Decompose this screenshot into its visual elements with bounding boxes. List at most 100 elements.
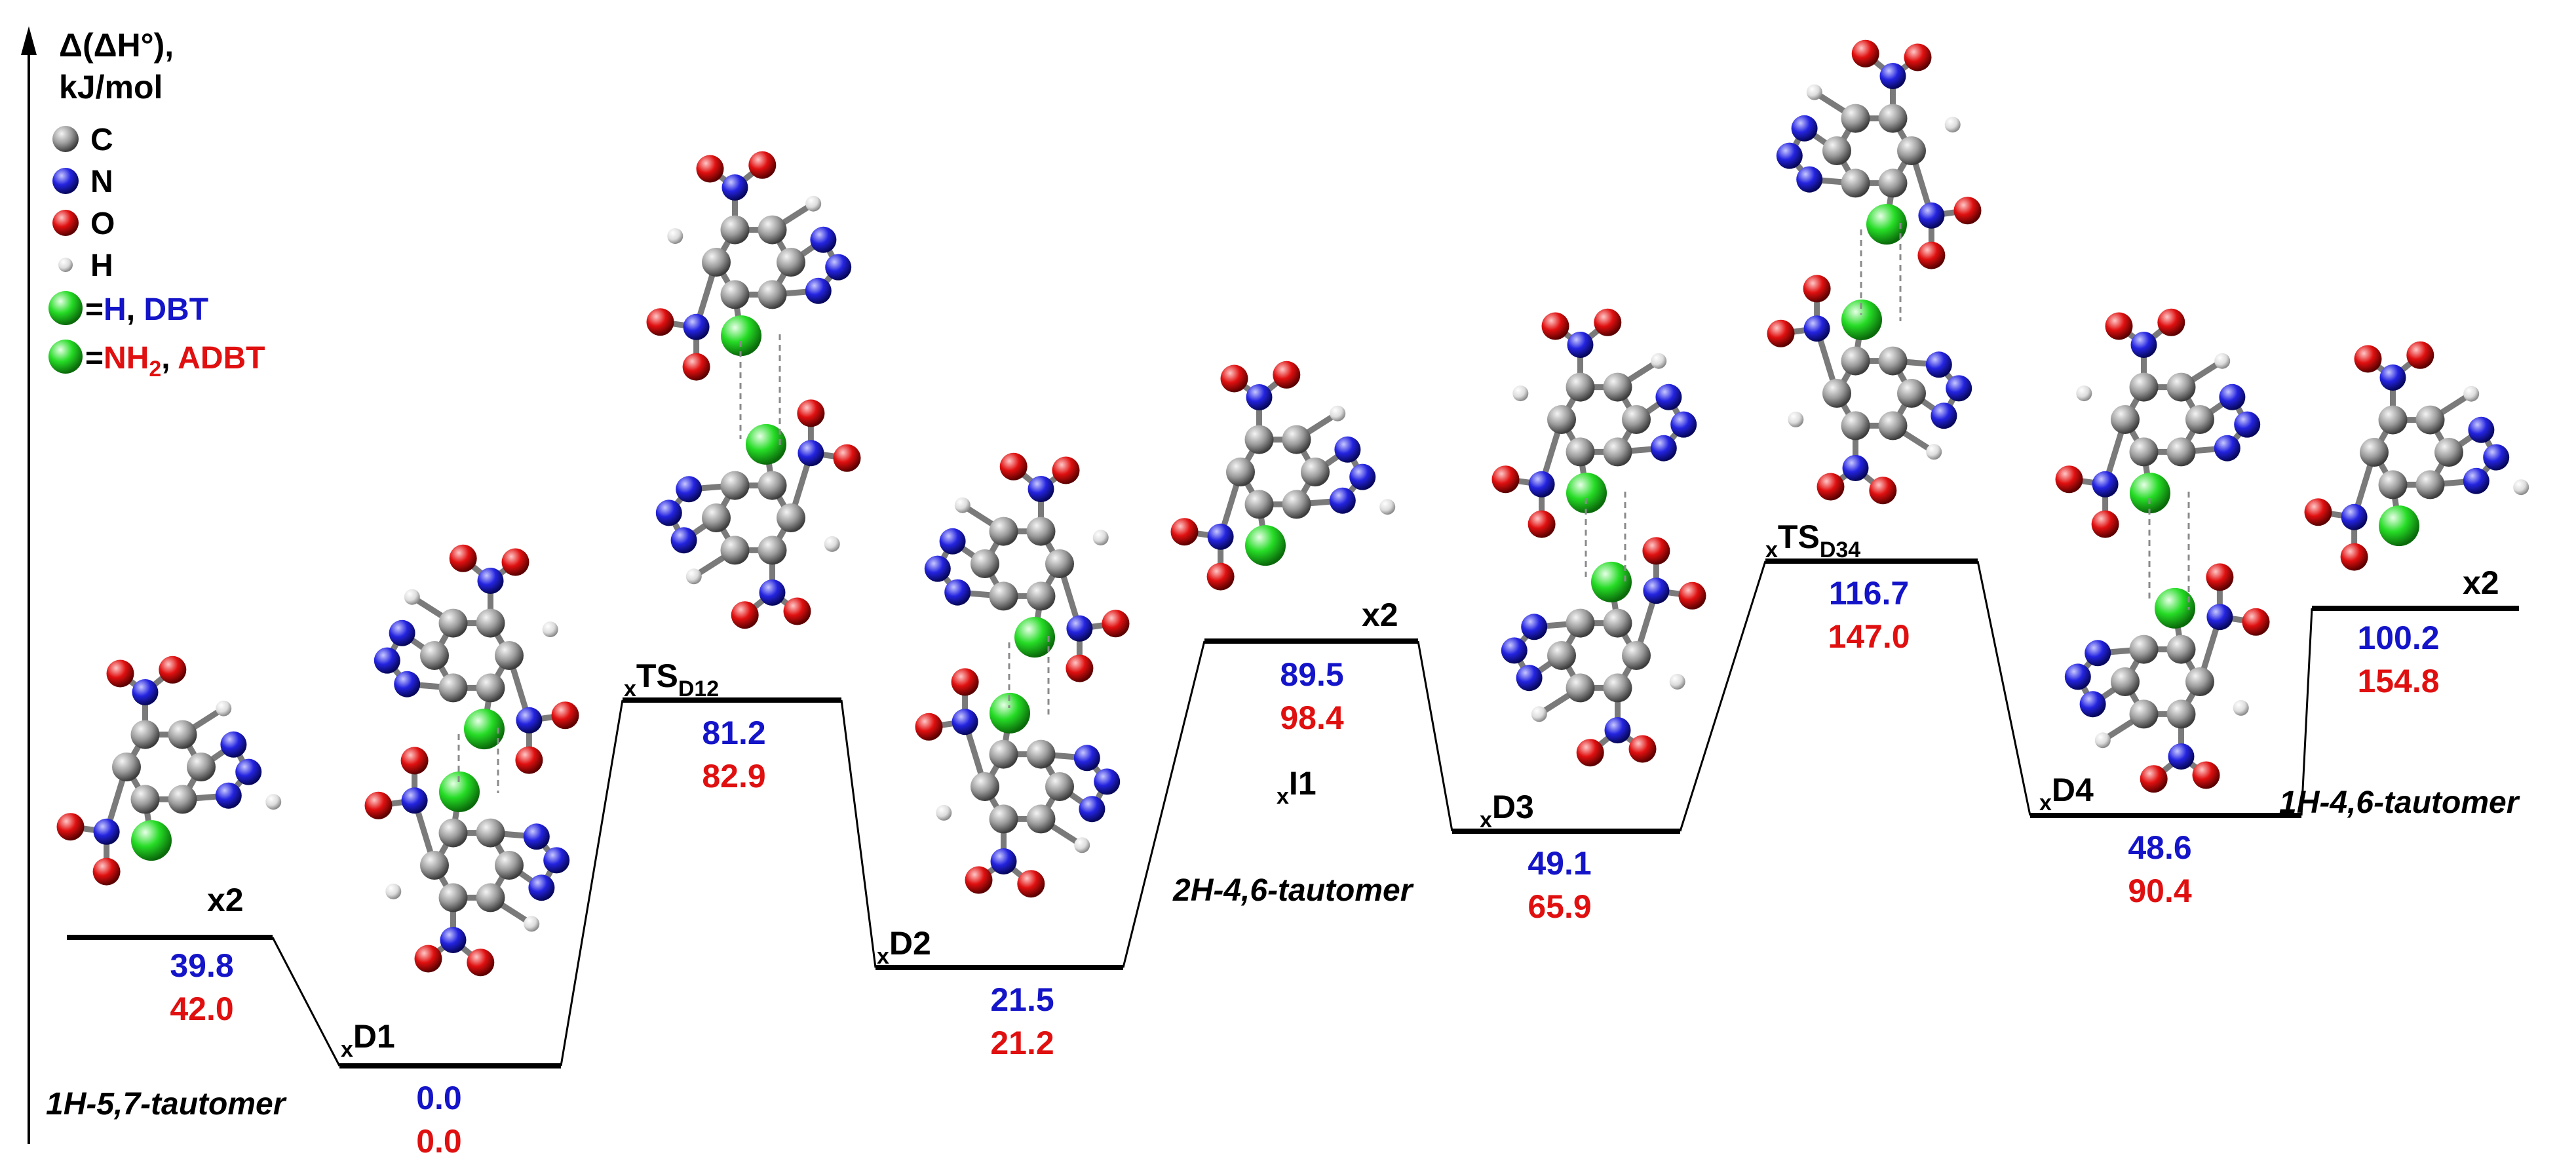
monomer-structure: [56, 656, 282, 886]
connector-line: [840, 699, 877, 968]
connector-lines: [271, 560, 2313, 1067]
hydrogen-atom-icon: [1651, 353, 1667, 369]
carbon-atom-icon: [1045, 772, 1074, 801]
oxygen-atom-icon: [915, 713, 943, 741]
substituent-atom-icon: [1591, 561, 1632, 602]
hydrogen-atom-icon: [404, 589, 420, 605]
nitrogen-atom-icon: [676, 476, 702, 503]
hydrogen-atom-icon: [1330, 405, 1346, 421]
substituent-atom-icon: [439, 771, 480, 812]
connector-line: [1122, 640, 1206, 968]
monomer-structure: [924, 452, 1130, 682]
carbon-atom-icon: [1026, 581, 1056, 611]
adbt-value-label: 65.9: [1528, 888, 1591, 925]
carbon-atom-icon: [2129, 372, 2159, 402]
oxygen-atom-icon: [1803, 275, 1831, 303]
multiplier-label: x2: [2463, 564, 2499, 601]
carbon-atom-icon: [758, 280, 787, 309]
hydrogen-atom-icon: [1092, 530, 1109, 546]
carbon-atom-icon: [1026, 804, 1056, 834]
hydrogen-atom-icon: [1669, 673, 1685, 690]
carbon-atom-icon: [112, 753, 141, 781]
nitrogen-atom-icon: [2483, 444, 2510, 471]
carbon-atom-icon: [1878, 104, 1908, 133]
nitrogen-atom-icon: [1796, 166, 1823, 193]
nitrogen-atom-icon: [1650, 435, 1677, 461]
nitrogen-atom-icon: [543, 847, 570, 874]
nitrogen-atom-icon: [1073, 745, 1100, 772]
carbon-atom-icon: [1603, 437, 1632, 467]
carbon-atom-icon: [1878, 168, 1908, 198]
oxygen-atom-icon: [833, 444, 861, 472]
hydrogen-atom-icon: [2076, 385, 2092, 402]
nitrogen-atom-icon: [1803, 315, 1830, 342]
adbt-value-label: 0.0: [416, 1123, 462, 1160]
nitrogen-atom-icon: [1066, 615, 1093, 642]
oxygen-atom-icon: [2340, 543, 2368, 571]
carbon-atom-icon: [1547, 405, 1576, 434]
carbon-atom-icon: [1026, 517, 1056, 546]
oxygen-atom-icon: [2406, 341, 2434, 369]
nitrogen-atom-icon: [2468, 416, 2495, 443]
carbon-atom-icon: [702, 248, 731, 277]
nitrogen-atom-icon: [516, 707, 543, 734]
carbon-atom-icon: [420, 641, 449, 670]
nitrogen-atom-icon: [1670, 411, 1697, 438]
nitrogen-atom-icon: [401, 787, 428, 814]
hydrogen-atom-icon: [2463, 385, 2480, 402]
nitrogen-atom-icon: [1918, 202, 1945, 229]
hydrogen-atom-icon: [1806, 84, 1822, 100]
dbt-value-label: 100.2: [2357, 619, 2439, 656]
monomer-structure: [646, 151, 852, 381]
carbon-atom-icon: [1622, 405, 1651, 434]
carbon-atom-icon: [2434, 438, 2463, 467]
carbon-atom-icon: [720, 471, 750, 500]
nitrogen-atom-icon: [215, 782, 242, 809]
nitrogen-atom-icon: [798, 440, 824, 467]
monomer-structure: [1501, 537, 1706, 767]
nitrogen-atom-icon: [1791, 115, 1818, 142]
oxygen-atom-icon: [2192, 761, 2220, 789]
oxygen-atom-icon: [1102, 610, 1130, 638]
nitrogen-atom-icon: [1516, 665, 1543, 692]
substituent-atom-icon: [721, 315, 761, 357]
tautomer-label: 1H-5,7-tautomer: [46, 1087, 287, 1122]
legend-substituent-label: =NH2, ADBT: [85, 341, 265, 382]
nitrogen-atom-icon: [1946, 375, 1972, 402]
substituent-atom-icon: [746, 423, 786, 465]
legend-atom-label: O: [90, 206, 115, 241]
connector-line: [271, 937, 341, 1067]
legend-atom-n-icon: [52, 168, 79, 194]
carbon-atom-icon: [1603, 673, 1632, 703]
tautomer-label: 1H-4,6-tautomer: [2279, 785, 2520, 820]
oxygen-atom-icon: [1767, 319, 1795, 347]
nitrogen-atom-icon: [1334, 436, 1361, 463]
substituent-atom-icon: [2379, 505, 2419, 547]
carbon-atom-icon: [1566, 437, 1595, 467]
state-name-label: xTSD12: [624, 657, 719, 701]
hydrogen-atom-icon: [2513, 479, 2529, 496]
carbon-atom-icon: [438, 608, 468, 638]
carbon-atom-icon: [2415, 405, 2445, 435]
connector-line: [1679, 560, 1767, 832]
dbt-value-label: 21.5: [990, 981, 1054, 1018]
carbon-atom-icon: [1897, 136, 1926, 165]
nitrogen-atom-icon: [235, 758, 262, 785]
nitrogen-atom-icon: [952, 709, 978, 735]
carbon-atom-icon: [420, 851, 449, 880]
hydrogen-atom-icon: [2214, 353, 2231, 369]
carbon-atom-icon: [438, 818, 468, 848]
energy-levels: [67, 559, 2519, 1068]
oxygen-atom-icon: [1953, 197, 1982, 225]
substituent-atom-icon: [1245, 525, 1286, 566]
oxygen-atom-icon: [999, 452, 1028, 480]
carbon-atom-icon: [130, 785, 160, 814]
carbon-atom-icon: [1026, 739, 1056, 769]
carbon-atom-icon: [438, 673, 468, 703]
oxygen-atom-icon: [364, 791, 393, 819]
oxygen-atom-icon: [797, 399, 825, 427]
carbon-atom-icon: [438, 883, 468, 912]
carbon-atom-icon: [1282, 490, 1311, 519]
carbon-atom-icon: [1822, 379, 1851, 408]
